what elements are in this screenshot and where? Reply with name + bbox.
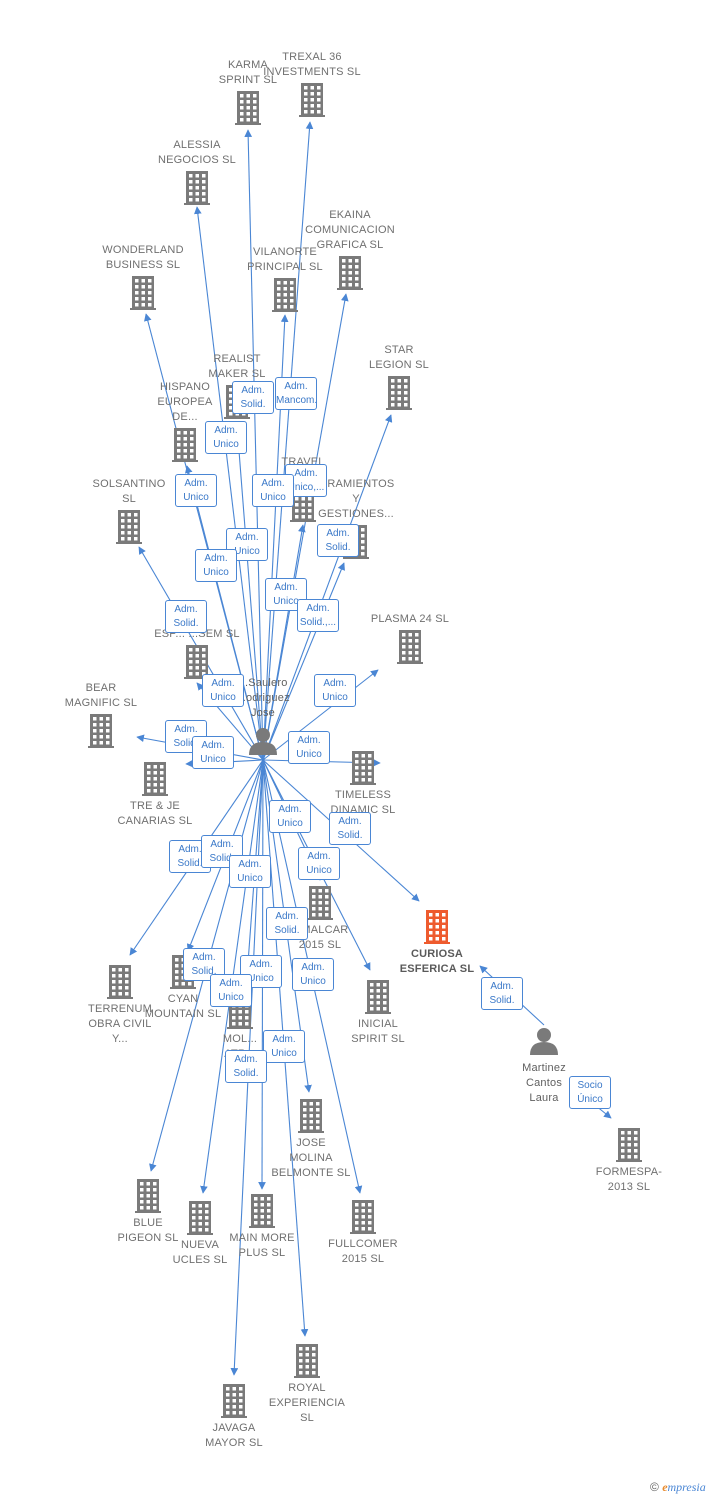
building-icon-curiosa[interactable] xyxy=(424,910,450,944)
building-icon-vilanorte[interactable] xyxy=(272,278,298,312)
building-icon-inicial[interactable] xyxy=(365,980,391,1014)
building-icon-ekaina[interactable] xyxy=(337,256,363,290)
edge-label-center-solsantino[interactable]: Adm. Solid. xyxy=(165,600,207,633)
node-label-center[interactable]: ...Saulero ...odriguez Jose xyxy=(236,677,290,719)
building-icon-timeless[interactable] xyxy=(350,751,376,785)
node-label-terrenum[interactable]: TERRENUM OBRA CIVIL Y... xyxy=(88,1003,152,1045)
building-icon-trexal[interactable] xyxy=(299,83,325,117)
edge-label-center-plasma[interactable]: Adm. Unico xyxy=(314,674,356,707)
node-label-realist[interactable]: REALIST MAKER SL xyxy=(208,353,266,380)
edge-label-center-royal[interactable]: Adm. Unico xyxy=(210,974,252,1007)
edge-label-center-esp[interactable]: Adm. Unico xyxy=(202,674,244,707)
node-label-royal[interactable]: ROYAL EXPERIENCIA SL xyxy=(268,1382,346,1424)
brand-logo-e: e xyxy=(662,1480,668,1494)
building-icon-solsantino[interactable] xyxy=(116,510,142,544)
edge-label-center-molatr[interactable]: Adm. Unico xyxy=(229,855,271,888)
edge-center-realist xyxy=(233,424,264,761)
edge-label-center-karma[interactable]: Adm. Solid. xyxy=(232,381,274,414)
node-label-ramientos[interactable]: ...RAMIENTOS Y GESTIONES... xyxy=(317,478,395,520)
building-icon-alessia[interactable] xyxy=(184,171,210,205)
person-icon-martinez[interactable] xyxy=(530,1028,558,1055)
node-label-hispano[interactable]: HISPANO EUROPEA DE... xyxy=(157,381,213,423)
node-label-ekaina[interactable]: EKAINA COMUNICACION GRAFICA SL xyxy=(305,209,395,251)
edge-label-center-malcar[interactable]: Adm. Unico xyxy=(269,800,311,833)
edge-label-center-jose[interactable]: Adm. Solid. xyxy=(266,907,308,940)
brand-logo[interactable]: empresia xyxy=(662,1480,706,1494)
node-label-fullcomer[interactable]: FULLCOMER 2015 SL xyxy=(328,1238,398,1265)
node-label-nueva[interactable]: NUEVA UCLES SL xyxy=(172,1239,228,1266)
node-label-trexal[interactable]: TREXAL 36 INVESTMENTS SL xyxy=(263,51,361,78)
edge-center-alessia xyxy=(193,206,264,761)
node-label-javaga[interactable]: JAVAGA MAYOR SL xyxy=(205,1422,263,1449)
edge-label-center-vilanorte[interactable]: Adm. Unico xyxy=(252,474,294,507)
building-icon-mainmore[interactable] xyxy=(249,1194,275,1228)
edge-label-martinez-formespa[interactable]: Socio Único xyxy=(569,1076,611,1109)
edge-label-center-wonderland[interactable]: Adm. Unico xyxy=(175,474,217,507)
building-icon-hispano[interactable] xyxy=(172,428,198,462)
copyright: © empresia xyxy=(650,1480,706,1495)
edge-center-karma xyxy=(244,129,264,761)
building-icon-star[interactable] xyxy=(386,376,412,410)
edge-label-center-trexal[interactable]: Adm. Mancom. xyxy=(275,377,317,410)
building-icon-terrenum[interactable] xyxy=(107,965,133,999)
node-label-wonderland[interactable]: WONDERLAND BUSINESS SL xyxy=(102,244,184,271)
node-label-martinez[interactable]: Martinez Cantos Laura xyxy=(522,1062,566,1104)
building-icon-nueva[interactable] xyxy=(187,1201,213,1235)
node-label-star[interactable]: STAR LEGION SL xyxy=(369,344,429,371)
building-icon-formespa[interactable] xyxy=(616,1128,642,1162)
node-label-trej[interactable]: TRE & JE CANARIAS SL xyxy=(117,800,193,827)
brand-logo-text: mpresia xyxy=(667,1480,706,1494)
node-label-cyan[interactable]: CYAN MOUNTAIN SL xyxy=(144,993,222,1020)
building-icon-javaga[interactable] xyxy=(221,1384,247,1418)
building-icon-fullcomer[interactable] xyxy=(350,1200,376,1234)
building-icon-jose[interactable] xyxy=(298,1099,324,1133)
edge-label-martinez-curiosa[interactable]: Adm. Solid. xyxy=(481,977,523,1010)
node-label-vilanorte[interactable]: VILANORTE PRINCIPAL SL xyxy=(247,246,323,273)
edge-label-center-ramientos[interactable]: Adm. Solid.,... xyxy=(297,599,339,632)
edge-center-star xyxy=(262,414,393,761)
edge-center-plasma xyxy=(262,669,379,761)
node-label-mainmore[interactable]: MAIN MORE PLUS SL xyxy=(229,1232,295,1259)
node-label-karma[interactable]: KARMA SPRINT SL xyxy=(218,59,278,86)
node-label-formespa[interactable]: FORMESPA- 2013 SL xyxy=(595,1166,663,1193)
building-icon-wonderland[interactable] xyxy=(130,276,156,310)
edge-center-trexal xyxy=(262,121,314,761)
node-label-curiosa[interactable]: CURIOSA ESFERICA SL xyxy=(399,948,475,975)
edge-label-center-star[interactable]: Adm. Solid. xyxy=(317,524,359,557)
node-label-blue[interactable]: BLUE PIGEON SL xyxy=(117,1217,179,1244)
node-label-bear[interactable]: BEAR MAGNIFIC SL xyxy=(64,682,138,709)
copyright-symbol: © xyxy=(650,1480,659,1494)
person-icon-center[interactable] xyxy=(249,728,277,755)
edge-label-center-trej[interactable]: Adm. Unico xyxy=(192,736,234,769)
node-label-alessia[interactable]: ALESSIA NEGOCIOS SL xyxy=(158,139,236,166)
edge-center-travel xyxy=(262,524,306,761)
edge-label-center-alessia[interactable]: Adm. Unico xyxy=(205,421,247,454)
edge-label-center-timeless[interactable]: Adm. Unico xyxy=(288,731,330,764)
building-icon-malcar[interactable] xyxy=(307,886,333,920)
building-icon-trej[interactable] xyxy=(142,762,168,796)
edge-label-center-inicial[interactable]: Adm. Unico xyxy=(298,847,340,880)
building-icon-karma[interactable] xyxy=(235,91,261,125)
building-icon-plasma[interactable] xyxy=(397,630,423,664)
building-icon-royal[interactable] xyxy=(294,1344,320,1378)
building-icon-bear[interactable] xyxy=(88,714,114,748)
building-icon-esp[interactable] xyxy=(184,645,210,679)
node-label-solsantino[interactable]: SOLSANTINO SL xyxy=(92,478,166,505)
node-label-jose[interactable]: JOSE MOLINA BELMONTE SL xyxy=(271,1137,351,1179)
edge-center-ramientos xyxy=(262,562,345,761)
edge-label-center-hispano[interactable]: Adm. Unico xyxy=(195,549,237,582)
building-icon-blue[interactable] xyxy=(135,1179,161,1213)
node-label-plasma[interactable]: PLASMA 24 SL xyxy=(370,613,450,625)
edge-label-center-fullcomer[interactable]: Adm. Unico xyxy=(263,1030,305,1063)
edge-center-hispano xyxy=(185,465,264,761)
edge-label-center-javaga[interactable]: Adm. Solid. xyxy=(225,1050,267,1083)
node-label-inicial[interactable]: INICIAL SPIRIT SL xyxy=(351,1018,405,1045)
edge-label-center-mainmore[interactable]: Adm. Unico xyxy=(292,958,334,991)
edge-label-center-travel[interactable]: Adm. Unico xyxy=(265,578,307,611)
edge-label-center-curiosa[interactable]: Adm. Solid. xyxy=(329,812,371,845)
